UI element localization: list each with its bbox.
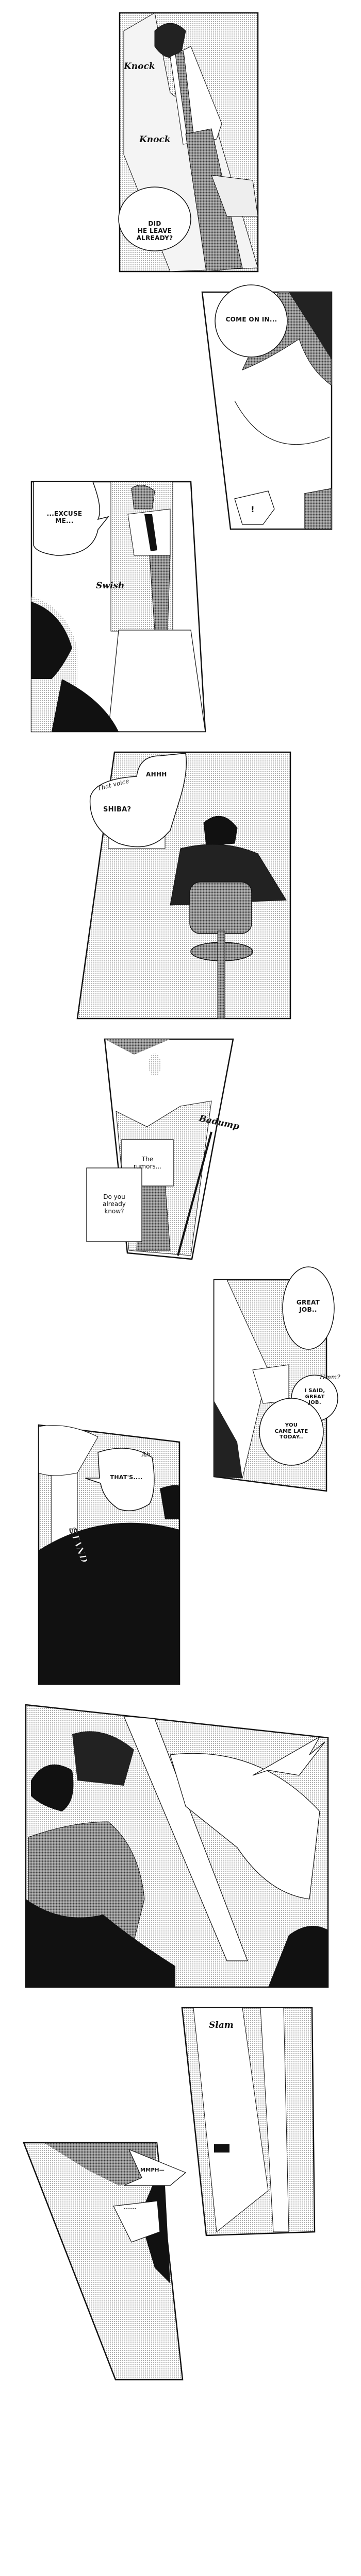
sfx-knock: Knock [139,134,171,145]
narration-caption: Do you already know? [103,1193,126,1215]
panel-1 [118,12,259,273]
speech-bubble: Hmm? [320,1374,340,1381]
narration-caption: The rumors... [133,1156,162,1170]
speech-bubble: ! [251,504,255,514]
panel-2 [201,284,333,530]
speech-bubble: I SAID, GREAT JOB. [304,1388,325,1405]
sfx-slam: Slam [209,2020,234,2030]
panel-8 [25,1704,329,1988]
speech-bubble: Ah [142,1451,151,1458]
panel-9 [181,2007,316,2236]
sfx-swish: Swish [96,581,125,591]
speech-bubble: COME ON IN... [225,316,277,323]
panel-7 [38,1424,180,1685]
manga-page: Knock Knock DID HE LEAVE ALREADY? COME O… [23,12,340,2381]
speech-bubble: AHHH [146,771,167,778]
speech-bubble: THAT'S.... [110,1474,143,1481]
speech-bubble: GREAT JOB.. [296,1299,320,1313]
speech-bubble: ...... [124,2205,137,2211]
speech-bubble: ...EXCUSE ME... [46,510,83,524]
panel-6 [213,1266,338,1492]
panel-artwork [23,12,338,2381]
speech-bubble: DID HE LEAVE ALREADY? [136,220,173,242]
sfx-knock: Knock [124,61,155,72]
panel-4 [76,751,291,1020]
speech-bubble: MMPH— [140,2167,165,2173]
panel-10 [23,2142,187,2381]
speech-bubble: SHIBA? [103,806,132,814]
panel-5 [86,1038,234,1260]
panel-3 [30,481,206,733]
speech-bubble: YOU CAME LATE TODAY.. [274,1422,308,1440]
